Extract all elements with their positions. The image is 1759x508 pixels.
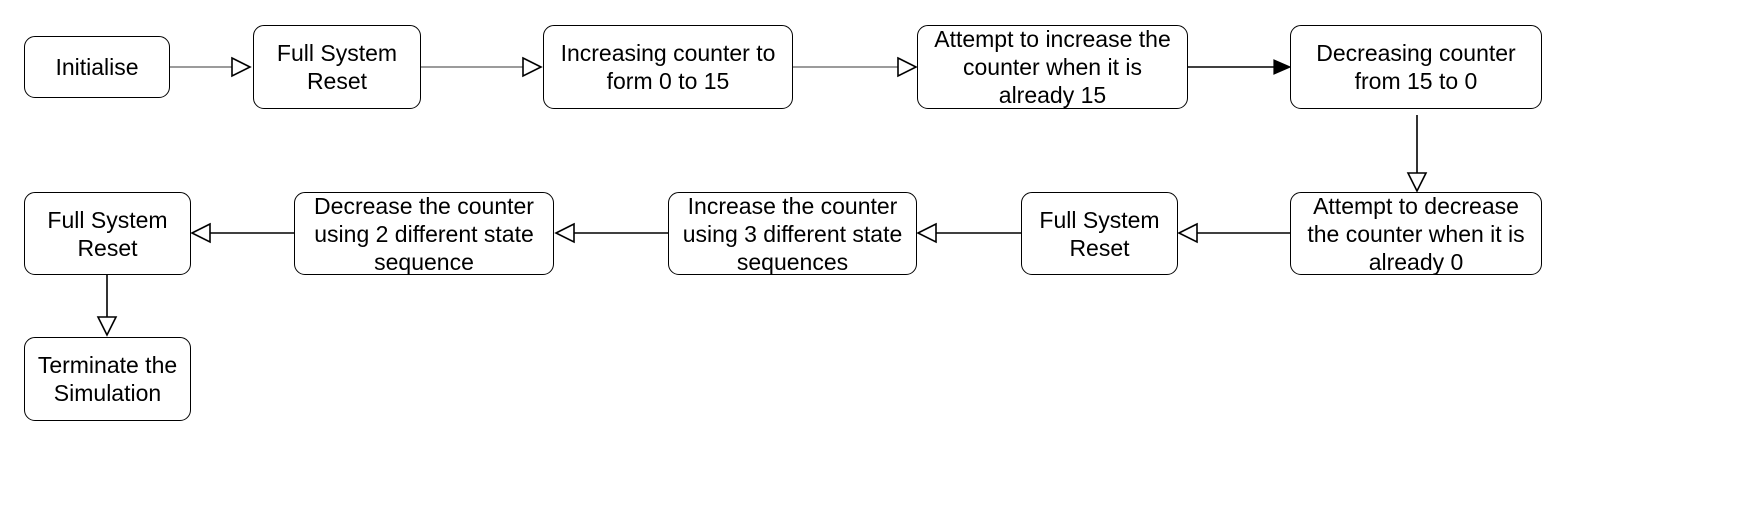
node-attempt-decrease: Attempt to decrease the counter when it …: [1290, 192, 1542, 275]
edge-reset3-to-terminate: [96, 275, 118, 337]
node-attempt-increase: Attempt to increase the counter when it …: [917, 25, 1188, 109]
node-initialise: Initialise: [24, 36, 170, 98]
node-increasing-counter: Increasing counter to form 0 to 15: [543, 25, 793, 109]
node-increase-3-sequences-label: Increase the counter using 3 different s…: [682, 192, 903, 275]
node-full-system-reset-3-label: Full System Reset: [47, 206, 168, 261]
node-initialise-label: Initialise: [55, 54, 139, 80]
node-full-system-reset-2: Full System Reset: [1021, 192, 1178, 275]
node-attempt-decrease-label: Attempt to decrease the counter when it …: [1307, 192, 1525, 275]
node-full-system-reset-1-label: Full System Reset: [276, 40, 398, 94]
edge-inc3-to-dec2: [554, 222, 668, 244]
node-terminate-simulation: Terminate the Simulation: [24, 337, 191, 421]
edge-increase-to-attempt-inc: [792, 56, 918, 78]
edge-dec2-to-reset3: [190, 222, 294, 244]
node-terminate-simulation-label: Terminate the Simulation: [37, 352, 178, 406]
node-decreasing-counter: Decreasing counter from 15 to 0: [1290, 25, 1542, 109]
node-full-system-reset-2-label: Full System Reset: [1039, 206, 1160, 261]
edge-decrease-to-attempt-dec: [1406, 115, 1428, 193]
node-increasing-counter-label: Increasing counter to form 0 to 15: [560, 40, 776, 94]
node-increase-3-sequences: Increase the counter using 3 different s…: [668, 192, 917, 275]
node-decrease-2-sequences-label: Decrease the counter using 2 different s…: [314, 192, 534, 275]
edge-attempt-dec-to-reset2: [1177, 222, 1290, 244]
edge-reset2-to-inc3: [916, 222, 1021, 244]
node-full-system-reset-3: Full System Reset: [24, 192, 191, 275]
edge-attempt-inc-to-decrease: [1188, 59, 1292, 75]
edge-reset1-to-increase: [421, 56, 543, 78]
node-full-system-reset-1: Full System Reset: [253, 25, 421, 109]
node-decrease-2-sequences: Decrease the counter using 2 different s…: [294, 192, 554, 275]
node-attempt-increase-label: Attempt to increase the counter when it …: [934, 26, 1171, 108]
node-decreasing-counter-label: Decreasing counter from 15 to 0: [1316, 40, 1516, 94]
